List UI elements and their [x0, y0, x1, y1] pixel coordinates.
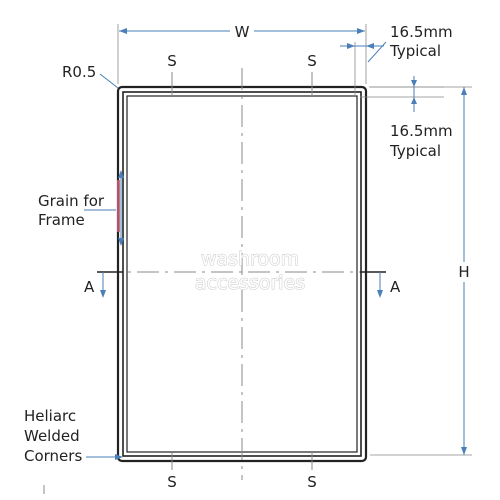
watermark-line1: washroom: [201, 248, 299, 270]
grain-arrow-top: [118, 170, 124, 178]
section-s-label-bottom-right: S: [307, 473, 317, 491]
section-s-label-top-right: S: [307, 52, 317, 70]
typical-right-arrow-bottom: [411, 97, 417, 104]
section-s-label-bottom-left: S: [167, 473, 177, 491]
grain-label-line1: Grain for: [38, 192, 105, 210]
heliarc-label-line2: Welded: [24, 427, 80, 445]
typical-right-arrow-top: [411, 80, 417, 87]
section-s-label-top-left: S: [167, 52, 177, 70]
typical-top-leader: [367, 41, 387, 63]
section-a-right-arrow-head: [377, 290, 383, 298]
typical-right-word: Typical: [389, 142, 441, 160]
typical-top-arrow-left: [347, 43, 355, 49]
typical-top-word: Typical: [389, 42, 441, 60]
watermark-line2: accessories: [195, 272, 305, 294]
section-a-left-label: A: [84, 278, 95, 296]
h-label: H: [458, 263, 469, 281]
heliarc-arrow-head: [115, 454, 123, 460]
w-arrow-right: [357, 28, 365, 34]
w-label-gap: [230, 22, 254, 40]
grain-arrow-bottom: [118, 238, 124, 246]
typical-top-value: 16.5mm: [390, 23, 453, 41]
h-arrow-top: [461, 87, 467, 95]
grain-label-line2: Frame: [38, 211, 85, 229]
section-a-left-arrow-head: [100, 290, 106, 298]
typical-top-arrow-right: [366, 43, 374, 49]
heliarc-label-line1: Heliarc: [24, 407, 76, 425]
h-arrow-bottom: [461, 447, 467, 455]
grain-mark: [117, 180, 120, 232]
w-arrow-left: [119, 28, 127, 34]
w-label: W: [235, 23, 250, 41]
radius-leader: [99, 73, 119, 89]
radius-label: R0.5: [62, 63, 96, 81]
h-label-gap: [455, 262, 473, 282]
typical-right-value: 16.5mm: [390, 122, 453, 140]
heliarc-label-line3: Corners: [24, 447, 82, 465]
section-a-right-label: A: [390, 278, 401, 296]
